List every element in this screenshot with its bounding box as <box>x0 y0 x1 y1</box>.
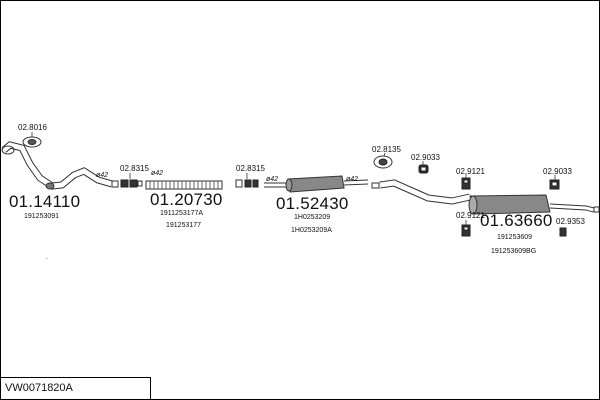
label-hanger-c: 02.9033 <box>543 167 572 176</box>
part-number-front-pipe: 01.14110 <box>9 192 81 211</box>
hanger-d-drawing <box>461 224 471 237</box>
oe-number-front-pipe: 191253091 <box>24 213 60 220</box>
leader-lines <box>31 132 556 225</box>
oe-number-flex-pipe-1: 1911253177A <box>160 210 204 217</box>
note-dot: . <box>46 254 48 261</box>
label-gasket: 02.8016 <box>18 123 47 132</box>
label-clamp-a: 02.8315 <box>120 164 149 173</box>
oe-number-rear-silencer-2: 191253609BG <box>491 248 537 255</box>
diameter-1: ø42 <box>96 172 109 179</box>
label-hanger-d: 02.9121 <box>456 211 485 220</box>
diameter-2: ø42 <box>151 170 164 177</box>
oe-number-rear-silencer-1: 191253609 <box>497 234 533 241</box>
gasket-drawing <box>22 136 42 148</box>
diagram-code-box: VW0071820A <box>0 377 151 399</box>
hanger-c-drawing <box>549 179 560 190</box>
label-hanger-b: 02.9121 <box>456 167 485 176</box>
diagram-code: VW0071820A <box>5 382 73 394</box>
part-number-flex-pipe: 01.20730 <box>150 190 223 209</box>
front-pipe-drawing <box>1 141 119 190</box>
middle-silencer-drawing <box>264 175 369 193</box>
hanger-a-drawing <box>418 164 429 174</box>
rear-silencer-drawing <box>371 179 600 215</box>
label-hanger-a: 02.9033 <box>411 153 440 162</box>
part-number-rear-silencer: 01.63660 <box>480 211 553 230</box>
diameter-4: ø42 <box>346 176 359 183</box>
clamp-c-drawing <box>373 155 393 169</box>
diameter-3: ø42 <box>266 176 279 183</box>
label-hanger-e: 02.9353 <box>556 217 585 226</box>
clamp-a-drawing <box>120 179 143 188</box>
oe-number-middle-silencer-2: 1H0253209A <box>291 227 332 234</box>
oe-number-middle-silencer-1: 1H0253209 <box>294 214 331 221</box>
hanger-e-drawing <box>559 227 567 237</box>
flex-pipe-drawing <box>145 180 223 190</box>
part-number-middle-silencer: 01.52430 <box>276 194 349 213</box>
label-clamp-b: 02.8315 <box>236 164 265 173</box>
hanger-b-drawing <box>461 177 471 190</box>
oe-number-flex-pipe-2: 191253177 <box>166 222 202 229</box>
clamp-b-drawing <box>235 179 259 188</box>
label-clamp-c: 02.8135 <box>372 145 401 154</box>
